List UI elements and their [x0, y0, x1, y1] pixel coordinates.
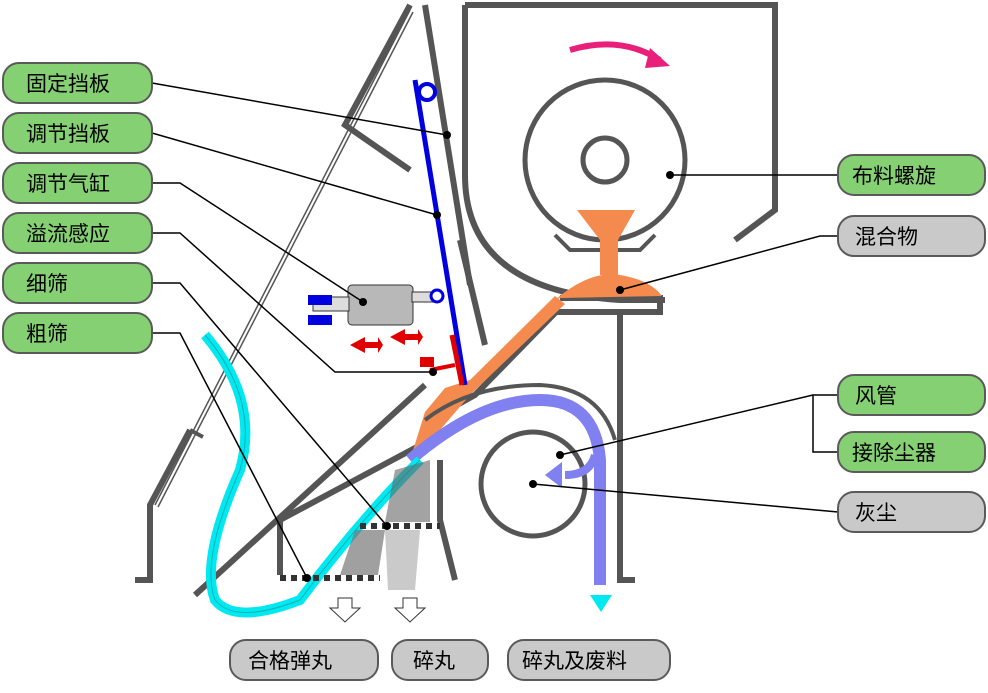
label-mixture: 混合物: [837, 215, 986, 257]
air-duct: [406, 382, 617, 612]
label-coarse-screen: 粗筛: [2, 312, 153, 354]
label-broken-shot: 碎丸: [391, 639, 489, 681]
svg-text:碎丸及废料: 碎丸及废料: [522, 649, 627, 673]
mixture-flow: [410, 210, 662, 460]
svg-text:接除尘器: 接除尘器: [852, 441, 936, 465]
arrow-down-icon: [393, 597, 427, 623]
svg-text:调节挡板: 调节挡板: [26, 122, 110, 146]
svg-text:混合物: 混合物: [855, 225, 918, 249]
svg-text:调节气缸: 调节气缸: [26, 172, 110, 196]
label-broken-shot-and-waste: 碎丸及废料: [507, 639, 671, 681]
svg-text:合格弹丸: 合格弹丸: [248, 649, 332, 673]
svg-text:碎丸: 碎丸: [413, 649, 455, 673]
svg-text:粗筛: 粗筛: [26, 322, 68, 346]
label-adjustable-baffle: 调节挡板: [2, 112, 153, 154]
svg-text:灰尘: 灰尘: [855, 501, 897, 525]
label-fixed-baffle: 固定挡板: [2, 62, 153, 104]
rotation-arrow-icon: [569, 41, 662, 63]
svg-text:布料螺旋: 布料螺旋: [852, 164, 936, 188]
label-dust-collector: 接除尘器: [837, 431, 986, 473]
double-arrow-icon: [350, 337, 383, 353]
svg-text:风管: 风管: [855, 384, 897, 408]
cyan-return-pipe: [201, 331, 424, 618]
arrow-down-icon: [328, 597, 362, 623]
label-fine-screen: 细筛: [2, 262, 153, 304]
leader-lines: [151, 82, 839, 582]
svg-text:固定挡板: 固定挡板: [26, 72, 110, 96]
label-dust: 灰尘: [837, 491, 986, 533]
label-qualified-shot: 合格弹丸: [229, 639, 379, 681]
label-overflow-sensor: 溢流感应: [2, 212, 153, 254]
double-arrow-icon: [390, 329, 423, 345]
machine-housing: [135, 2, 778, 598]
label-spiral: 布料螺旋: [837, 154, 986, 196]
svg-text:溢流感应: 溢流感应: [26, 222, 110, 246]
label-air-duct: 风管: [837, 374, 986, 416]
label-adjustment-cylinder: 调节气缸: [2, 162, 153, 204]
svg-text:细筛: 细筛: [26, 272, 68, 296]
screens: [280, 460, 440, 623]
